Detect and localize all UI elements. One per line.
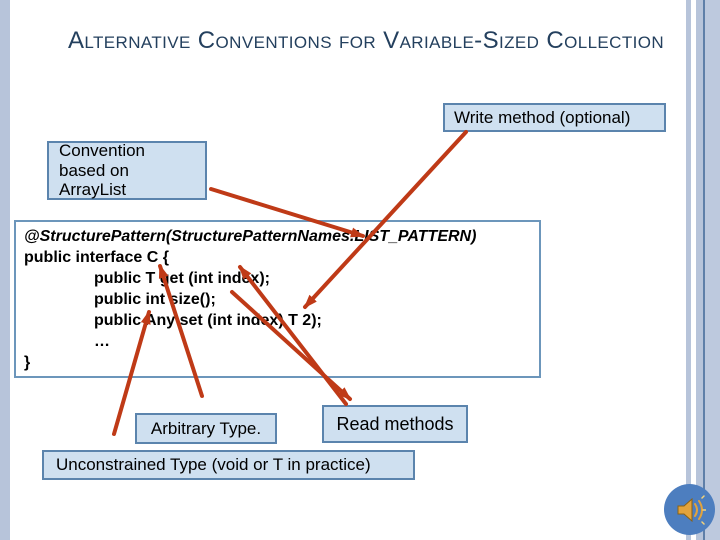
speaker-icon xyxy=(674,494,706,525)
unconstrained-type-callout: Unconstrained Type (void or T in practic… xyxy=(42,450,415,480)
code-line-set: public Any set (int index) T 2); xyxy=(94,312,322,329)
right-edge-stripe-1 xyxy=(686,0,691,540)
code-line-annotation: @StructurePattern(StructurePatternNames.… xyxy=(24,228,477,245)
convention-label: Convention based on ArrayList xyxy=(59,140,146,200)
right-edge-stripe-2 xyxy=(696,0,703,540)
audio-speaker-button[interactable] xyxy=(664,484,715,535)
write-method-callout: Write method (optional) xyxy=(443,103,666,132)
left-edge-stripe xyxy=(0,0,10,540)
code-line-closing-brace: } xyxy=(24,354,31,371)
slide-title: Alternative Conventions for Variable-Siz… xyxy=(68,27,665,54)
unconstrained-type-label: Unconstrained Type (void or T in practic… xyxy=(56,455,371,474)
right-edge-stripe-3 xyxy=(703,0,705,540)
convention-callout: Convention based on ArrayList xyxy=(47,141,207,200)
arbitrary-type-callout: Arbitrary Type. xyxy=(135,413,277,444)
code-line-size: public int size(); xyxy=(94,291,216,308)
read-methods-label: Read methods xyxy=(336,413,454,434)
right-edge-stripe-4 xyxy=(705,0,720,540)
read-methods-callout: Read methods xyxy=(322,405,468,443)
arbitrary-type-label: Arbitrary Type. xyxy=(150,418,262,438)
code-line-get: public T get (int index); xyxy=(94,270,270,287)
code-block: @StructurePattern(StructurePatternNames.… xyxy=(14,220,541,378)
write-method-label: Write method (optional) xyxy=(454,107,631,127)
code-line-ellipsis: … xyxy=(94,333,110,350)
code-line-interface: public interface C { xyxy=(24,249,169,266)
